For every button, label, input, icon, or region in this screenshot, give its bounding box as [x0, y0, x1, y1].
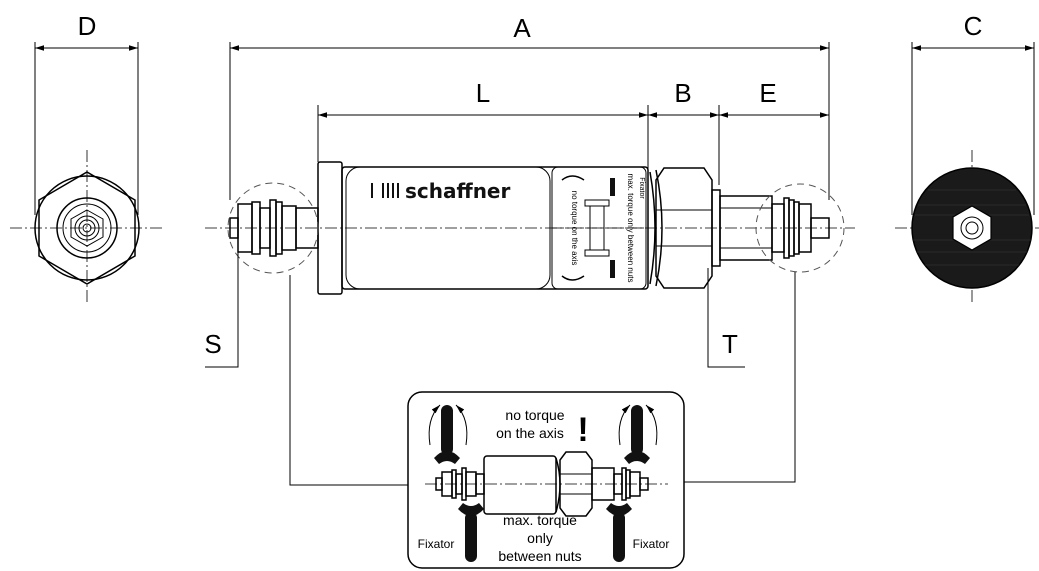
left-end-view: D — [10, 11, 165, 305]
callout-no-torque-line1: no torque — [505, 407, 564, 423]
dim-label-b: B — [674, 78, 691, 108]
main-side-view: A L B E schaffner — [204, 13, 855, 486]
brand-logo: schaffner — [405, 179, 510, 203]
dim-label-s: S — [204, 329, 221, 359]
body-label-no-torque: no torque on the axis — [570, 191, 579, 266]
callout-max-torque-line2: only — [527, 530, 553, 546]
callout-exclamation: ! — [577, 411, 588, 449]
dim-label-e: E — [759, 78, 776, 108]
rotation-arrow-icon-right — [618, 404, 658, 446]
rotation-arrow-icon-left — [428, 404, 468, 446]
body-label-max-torque: max. torque only between nuts — [626, 174, 635, 283]
callout-fixator-left: Fixator — [418, 537, 455, 551]
wrench-icon-bottom-right — [606, 503, 632, 562]
callout-panel: no torque on the axis ! max. torque only… — [407, 391, 685, 569]
callout-no-torque-line2: on the axis — [496, 425, 564, 441]
wrench-icon-top-left — [434, 405, 460, 464]
dim-label-c: C — [964, 11, 983, 41]
dim-label-a: A — [513, 13, 531, 43]
brand-bars-icon — [371, 183, 399, 198]
dim-label-t: T — [722, 329, 738, 359]
callout-max-torque-line1: max. torque — [503, 512, 577, 528]
dim-label-d: D — [78, 11, 97, 41]
wrench-icon-top-right — [624, 405, 650, 464]
body-label-fixator: Fixator — [638, 177, 645, 199]
wrench-icon-bottom-left — [458, 503, 484, 562]
callout-fixator-right: Fixator — [633, 537, 670, 551]
right-end-view: C — [895, 11, 1039, 305]
dim-label-l: L — [476, 78, 490, 108]
callout-max-torque-line3: between nuts — [498, 548, 581, 564]
